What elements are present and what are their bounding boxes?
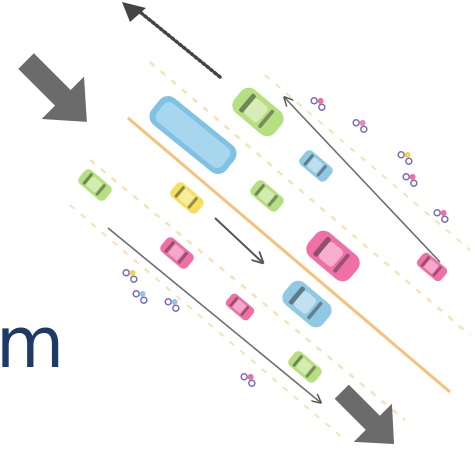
bicycle-icon: [402, 169, 421, 187]
bicycle-icon: [352, 115, 371, 133]
big-arrow-down-right-icon: [5, 40, 108, 143]
car-green: [228, 84, 288, 141]
car-pink: [415, 251, 449, 283]
bicycle-icon: [122, 265, 141, 283]
bicycle-icon: [132, 286, 151, 304]
car-yellow: [168, 180, 206, 216]
bicycle-icon: [240, 369, 259, 387]
lane-divider: [70, 205, 345, 440]
bicycle-icon: [397, 147, 416, 165]
bus: [145, 92, 241, 179]
car-pink: [224, 292, 256, 322]
lane-divider: [265, 75, 470, 250]
car-green: [248, 178, 286, 214]
car-green: [76, 167, 114, 203]
caption-text: m: [0, 308, 64, 378]
bicycle-icon: [164, 294, 183, 312]
bicycle-icon: [310, 93, 329, 111]
dotted-arrow-up-left-icon: [122, 2, 220, 77]
car-blue: [297, 148, 335, 184]
big-arrow-down-right-icon: [323, 373, 414, 462]
lane-divider: [90, 160, 405, 420]
car-pink: [158, 235, 196, 271]
